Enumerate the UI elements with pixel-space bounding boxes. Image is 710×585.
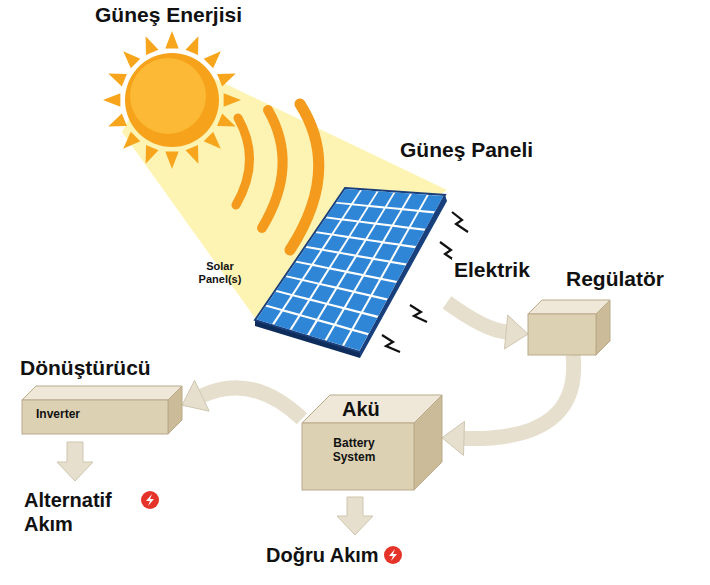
sun-ray — [217, 74, 236, 87]
output-label: Doğru Akım — [266, 543, 403, 567]
panel-cells — [257, 189, 444, 351]
solar-panel-shape — [255, 182, 447, 354]
panel-heading: Güneş Paneli — [400, 138, 533, 162]
panel-cell — [382, 263, 405, 281]
panel-cell — [363, 297, 387, 316]
output-text: Doğru Akım — [266, 543, 379, 567]
box-side — [168, 386, 182, 434]
flow-arrow — [442, 355, 574, 455]
sun-ray — [123, 51, 140, 68]
radiation-arcs — [236, 104, 319, 250]
sun-ray — [224, 93, 241, 106]
flow-arrow — [447, 302, 528, 349]
arrow-shaft — [464, 355, 574, 439]
arrow-shaft — [202, 388, 302, 419]
edge-label: Elektrik — [452, 258, 532, 282]
sun-ray — [165, 152, 178, 169]
panel-cell — [411, 212, 434, 229]
sun-heading: Güneş Enerjisi — [95, 3, 242, 27]
sun-ray — [146, 36, 159, 55]
sun-ray — [204, 51, 221, 68]
inverter-box: DönüştürücüInverter — [22, 386, 182, 434]
panel-cell — [344, 331, 368, 351]
arrow-head — [182, 380, 209, 411]
regulator-box-shape — [528, 300, 610, 355]
sun-circle-shape — [102, 30, 242, 170]
power-icon — [140, 490, 160, 510]
sun-disc — [125, 53, 219, 147]
arrow-shaft — [447, 302, 506, 332]
output-label: Alternatif Akım — [24, 488, 160, 536]
panel-frame — [255, 188, 445, 352]
sun-ray — [103, 93, 120, 106]
battery-box: AküBattery System — [302, 395, 442, 490]
sun-ray — [204, 132, 221, 149]
sun-ray — [186, 36, 199, 55]
sun-disc — [130, 58, 206, 134]
box-front — [302, 423, 414, 490]
box-front — [22, 400, 168, 434]
sun-ray — [186, 145, 199, 164]
box-caption: Inverter — [36, 408, 80, 422]
sun-ray — [146, 145, 159, 164]
arrow-head — [442, 421, 465, 455]
sun-ray — [165, 31, 178, 48]
solar-panel: Güneş PaneliSolar Panel(s) — [255, 182, 447, 354]
box-side — [414, 395, 442, 490]
arrow-head — [504, 315, 528, 349]
output-text: Alternatif Akım — [24, 488, 136, 536]
box-heading: Dönüştürücü — [20, 356, 151, 380]
sun-rays — [103, 31, 241, 169]
box-heading: Akü — [342, 398, 380, 421]
box-front — [528, 314, 596, 355]
sun-ray — [108, 114, 127, 127]
box-heading: Regülatör — [566, 267, 664, 291]
box-side — [596, 300, 610, 355]
panel-cell — [392, 246, 415, 264]
power-icon — [383, 545, 403, 565]
panel-cell — [420, 195, 443, 211]
regulator-box: Regülatör — [528, 300, 610, 355]
sun-ray — [108, 74, 127, 87]
box-caption: Battery System — [314, 437, 394, 465]
flow-arrow — [182, 380, 302, 418]
panel-cell — [401, 229, 424, 246]
sun-ray — [217, 114, 236, 127]
sun-circle: Güneş Enerjisi — [102, 30, 242, 170]
sun-ray — [123, 132, 140, 149]
panel-cell — [373, 280, 397, 298]
box-top — [22, 386, 182, 400]
panel-caption: Solar Panel(s) — [189, 260, 251, 285]
panel-cell — [354, 314, 378, 333]
